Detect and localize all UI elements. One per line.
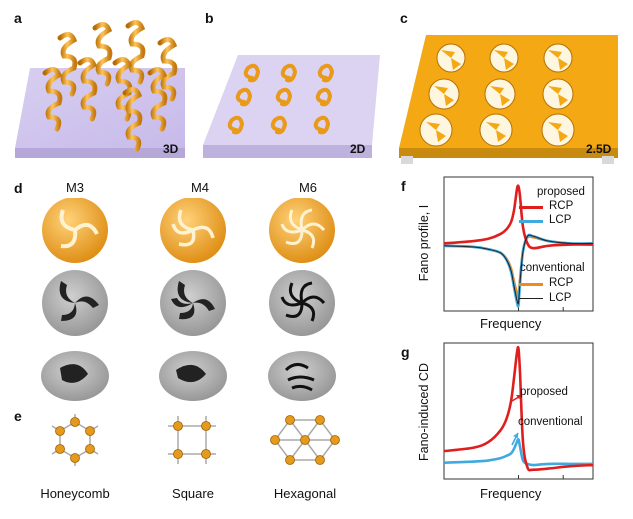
panel-a-label: a [14, 10, 22, 26]
panel-a-3d-helix-array [15, 20, 185, 158]
panel-c-2p5d-plate-array [399, 35, 618, 164]
lattice-label-square: Square [172, 486, 214, 501]
legend-f-proposed-rcp-swatch [519, 206, 543, 209]
m3-sem-top [42, 270, 108, 336]
panel-g-chart [443, 342, 594, 480]
legend-f-proposed-header: proposed [537, 186, 585, 198]
panel-b-tag: 2D [350, 142, 366, 156]
legend-f-proposed-lcp-swatch [519, 220, 543, 223]
m6-sem-tilted [268, 351, 336, 401]
column-label-m3: M3 [65, 180, 85, 195]
series-proposed-rcp-line [443, 184, 594, 250]
panel-c-label: c [400, 10, 408, 26]
lattice-label-honeycomb: Honeycomb [40, 486, 110, 501]
legend-f-conventional-rcp: RCP [549, 277, 574, 289]
series-conventional-lcp-line [443, 234, 594, 305]
arrowhead-conventional [513, 433, 518, 438]
arrowhead-proposed [516, 395, 522, 399]
m4-sem-top [160, 270, 226, 336]
annotation-g-conventional: conventional [518, 416, 583, 428]
annotation-g-proposed: proposed [520, 386, 568, 398]
m4-gold-render [160, 198, 226, 263]
panel-a-tag: 3D [163, 142, 179, 156]
lattice-label-hexagonal: Hexagonal [273, 486, 337, 501]
panel-d-structure-grid [41, 198, 336, 401]
m6-gold-render [269, 198, 335, 263]
panel-e-lattices [51, 414, 340, 466]
m4-sem-tilted [159, 351, 227, 401]
legend-f-conventional-rcp-swatch [519, 283, 543, 286]
panel-g-label: g [401, 344, 410, 360]
m6-sem-top [269, 270, 335, 336]
panel-c-tag: 2.5D [586, 142, 612, 156]
series-proposed-cd-line [443, 345, 594, 472]
column-label-m6: M6 [298, 180, 318, 195]
legend-f-conventional-lcp-swatch [519, 298, 543, 299]
legend-f-proposed-rcp: RCP [549, 200, 574, 212]
column-label-m4: M4 [190, 180, 210, 195]
panel-e-label: e [14, 408, 22, 424]
legend-f-proposed-lcp: LCP [549, 214, 572, 226]
panel-f-chart [443, 176, 594, 312]
panel-b-label: b [205, 10, 214, 26]
panel-f-label: f [401, 178, 406, 194]
panel-f-ylabel: Fano profile, I [417, 204, 431, 282]
legend-f-conventional-lcp: LCP [549, 292, 572, 304]
m3-sem-tilted [41, 351, 109, 401]
panel-f-xlabel: Frequency [480, 316, 542, 331]
panel-g-xlabel: Frequency [480, 486, 542, 501]
panel-d-label: d [14, 180, 23, 196]
panel-g-ylabel: Fano-induced CD [417, 363, 431, 461]
panel-b-2d-planar-array [203, 55, 380, 158]
legend-f-conventional-header: conventional [520, 262, 585, 274]
series-conventional-cd-line [443, 437, 593, 467]
m3-gold-render [42, 198, 108, 263]
